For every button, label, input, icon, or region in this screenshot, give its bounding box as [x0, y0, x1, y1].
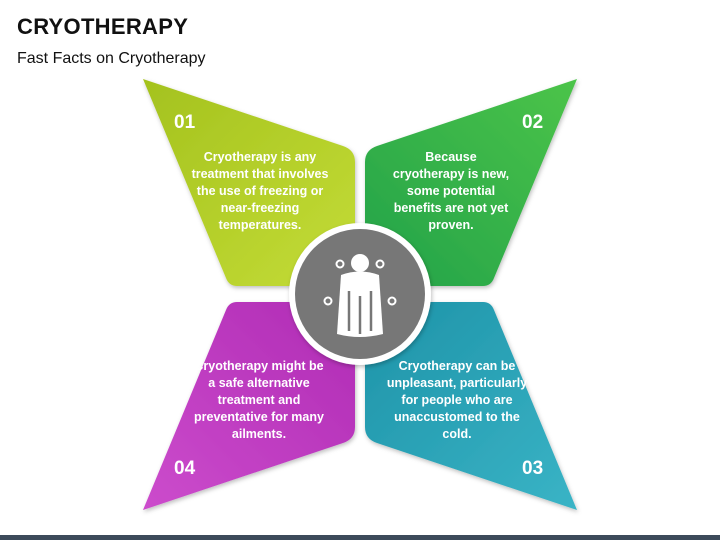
item-number-02: 02 [522, 112, 544, 133]
petal-03 [365, 302, 577, 510]
item-text-04: Cryotherapy might be a safe alternative … [194, 359, 324, 441]
petal-04 [143, 302, 355, 510]
page-subtitle: Fast Facts on Cryotherapy [17, 50, 206, 67]
person-in-cryo-chamber-icon [323, 254, 397, 337]
petal-01 [143, 79, 355, 286]
item-number-01: 01 [174, 112, 196, 133]
footer-bar [0, 535, 720, 540]
item-text-03: Cryotherapy can be unpleasant, particula… [386, 359, 528, 441]
item-text-01: Cryotherapy is any treatment that involv… [191, 150, 329, 232]
page-title: CRYOTHERAPY [17, 14, 189, 39]
item-text-02: Because cryotherapy is new, some potenti… [392, 150, 510, 232]
item-number-03: 03 [522, 458, 544, 479]
petal-02 [365, 79, 577, 286]
item-number-04: 04 [174, 458, 196, 479]
